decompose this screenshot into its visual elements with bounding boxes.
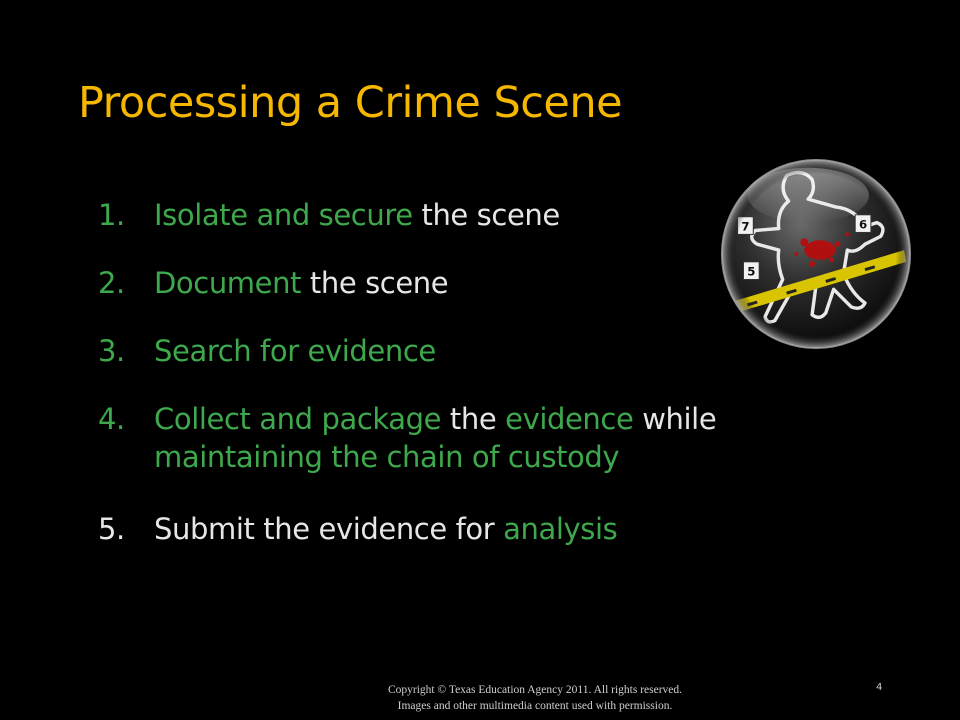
step-number: 1. [98, 198, 125, 232]
copyright-line: Copyright © Texas Education Agency 2011.… [387, 684, 683, 696]
step-highlight-text: evidence [505, 402, 634, 436]
step-highlight-text: Collect and package [154, 402, 442, 436]
step-plain-text: the [441, 402, 506, 436]
step-item-4: 4. Collect and package the evidence whil… [98, 400, 858, 476]
step-highlight-text: Document [154, 266, 302, 300]
step-plain-text: the scene [412, 198, 560, 232]
step-item-5: 5. Submit the evidence for analysis [98, 510, 858, 548]
steps-list: 1. Isolate and secure the scene 2. Docum… [98, 196, 858, 578]
step-highlight-text: maintaining the chain of custody [154, 440, 620, 474]
page-number: 4 [876, 682, 883, 693]
step-number: 5. [98, 512, 125, 546]
step-plain-text: while [633, 402, 717, 436]
permission-line: Images and other multimedia content used… [397, 700, 673, 712]
step-item-2: 2. Document the scene [98, 264, 858, 302]
step-number: 4. [98, 402, 125, 436]
step-highlight-text: analysis [503, 512, 618, 546]
step-number: 3. [98, 334, 125, 368]
step-highlight-text: Search for evidence [154, 334, 436, 368]
crime-scene-emblem-icon: 7 6 5 [720, 158, 912, 350]
slide-title: Processing a Crime Scene [78, 78, 623, 128]
step-item-3: 3. Search for evidence [98, 332, 858, 370]
step-highlight-text: Isolate and secure [154, 198, 413, 232]
step-plain-text: the scene [301, 266, 449, 300]
step-item-1: 1. Isolate and secure the scene [98, 196, 858, 234]
copyright-footer: Copyright © Texas Education Agency 2011.… [340, 682, 730, 714]
step-plain-text: Submit the evidence for [154, 512, 504, 546]
step-number: 2. [98, 266, 125, 300]
